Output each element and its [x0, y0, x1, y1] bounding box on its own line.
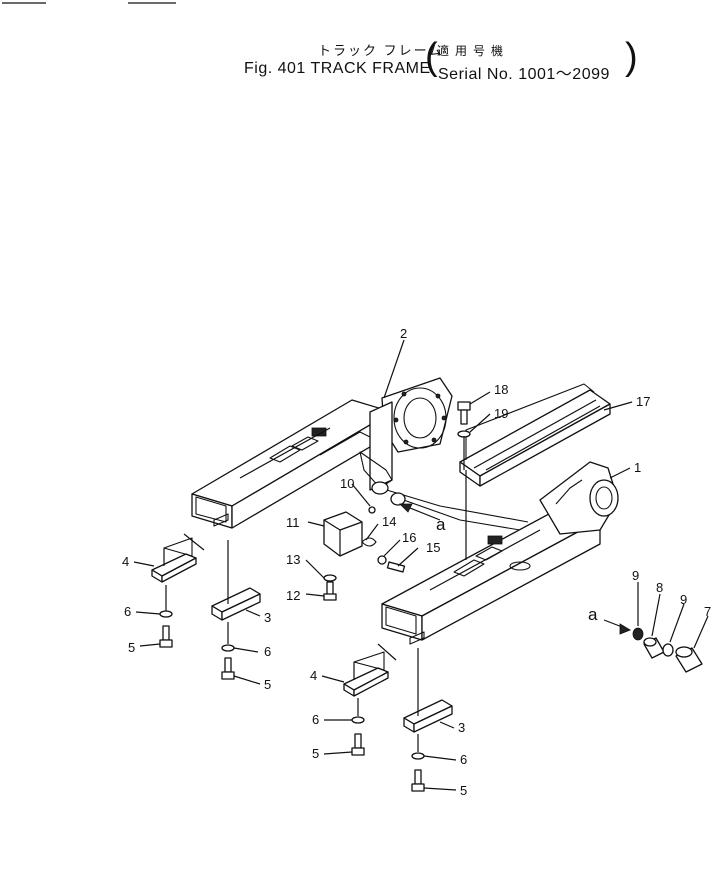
bolt-5-right-top — [351, 733, 365, 756]
callout-5-left-bottom: 5 — [264, 677, 271, 692]
washer-16 — [377, 555, 387, 565]
bracket-left: ( — [425, 36, 438, 78]
callout-4-right: 4 — [310, 668, 317, 683]
callout-18: 18 — [494, 382, 508, 397]
view-mark-a-right: a — [588, 605, 598, 624]
bushing-8 — [643, 637, 665, 659]
callout-9-left: 9 — [632, 568, 639, 583]
callout-6-left-top: 6 — [124, 604, 131, 619]
washer-6-right-bottom — [411, 752, 425, 760]
step-plate — [459, 383, 611, 560]
washer-6-left-top — [159, 610, 173, 618]
callout-12: 12 — [286, 588, 300, 603]
callout-9-right: 9 — [680, 592, 687, 607]
title-japanese: トラック フレーム — [318, 43, 444, 58]
guard-block-4-left — [151, 537, 197, 583]
callout-6-right-bottom: 6 — [460, 752, 467, 767]
callout-2: 2 — [400, 326, 407, 341]
serial-range: Serial No. 1001～2099 — [438, 66, 610, 83]
leader-lines — [133, 339, 709, 791]
callout-3-left: 3 — [264, 610, 271, 625]
callout-4-left: 4 — [122, 554, 129, 569]
callout-3-right: 3 — [458, 720, 465, 735]
callout-15: 15 — [426, 540, 440, 555]
callout-16: 16 — [402, 530, 416, 545]
bolt-5-left-bottom — [221, 657, 235, 680]
bolt-5-right-bottom — [411, 769, 425, 792]
bolt-10 — [368, 506, 376, 514]
bolt-5-left-top — [159, 625, 173, 648]
washer-6-right-top — [351, 716, 365, 724]
shoe-block-3-left — [211, 587, 261, 621]
view-arrow-upper — [399, 503, 441, 521]
callout-14: 14 — [382, 514, 396, 529]
track-frame-right — [381, 461, 619, 645]
clip-14 — [361, 537, 377, 547]
callout-1: 1 — [634, 460, 641, 475]
callout-5-left-top: 5 — [128, 640, 135, 655]
callout-17: 17 — [636, 394, 650, 409]
bolt-18 — [457, 401, 471, 425]
callout-5-right-top: 5 — [312, 746, 319, 761]
guard-block-4-right — [343, 651, 389, 697]
callout-6-right-top: 6 — [312, 712, 319, 727]
shoe-block-3-right — [403, 699, 453, 733]
track-frame-left — [191, 377, 453, 529]
spacer-9-left — [632, 627, 644, 641]
washer-6-left-bottom — [221, 644, 235, 652]
figure-title: Fig. 401 TRACK FRAME — [244, 60, 431, 77]
view-mark-a-upper: a — [436, 515, 446, 534]
bolt-15 — [386, 561, 406, 573]
title-japanese-serial: 適用号機 — [437, 44, 510, 58]
washer-13 — [323, 574, 337, 582]
callout-10: 10 — [340, 476, 354, 491]
spacer-9-right — [662, 643, 674, 657]
callout-5-right-bottom: 5 — [460, 783, 467, 798]
pin-7 — [675, 646, 703, 673]
view-arrow-right — [603, 619, 631, 635]
callout-11: 11 — [286, 515, 300, 530]
callout-7: 7 — [704, 604, 711, 619]
bolt-12 — [323, 581, 337, 601]
frame-cross-link — [371, 481, 529, 531]
bracket-11 — [323, 511, 363, 557]
bracket-right: ) — [625, 36, 638, 78]
callout-8: 8 — [656, 580, 663, 595]
callout-6-left-bottom: 6 — [264, 644, 271, 659]
callout-19: 19 — [494, 406, 508, 421]
callout-13: 13 — [286, 552, 300, 567]
